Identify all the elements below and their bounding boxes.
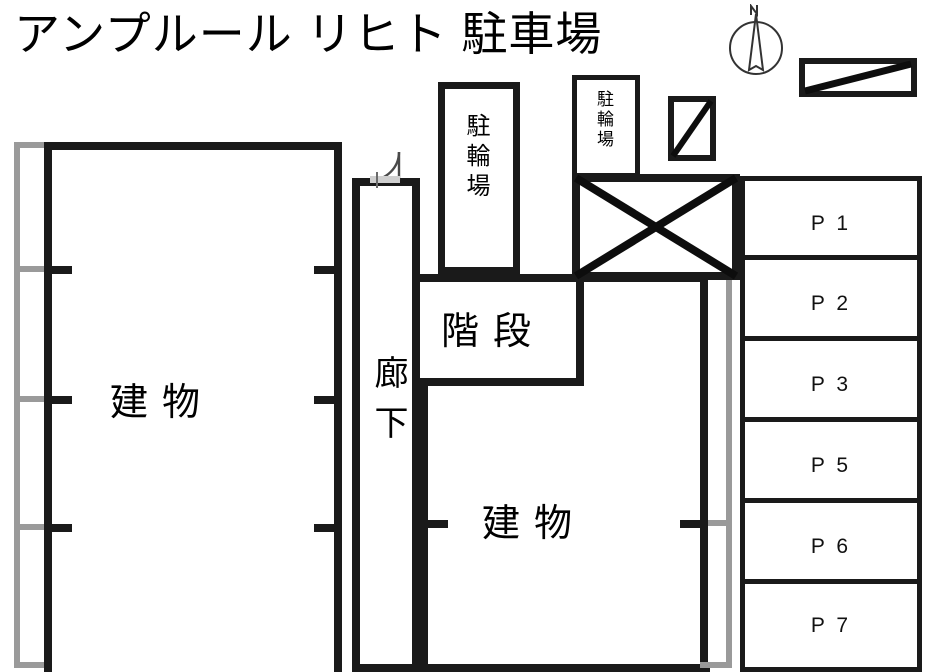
balcony-top-edge-left — [14, 142, 50, 148]
right-building-bottom-wall — [420, 664, 710, 672]
left-building-west-wall — [44, 142, 52, 672]
compass-rose — [722, 2, 790, 78]
door-swing-arc-icon — [370, 151, 401, 182]
balcony-divider-3 — [14, 524, 50, 530]
balcony-bottom-edge-right — [700, 662, 732, 668]
corridor-bottom-wall — [352, 664, 420, 672]
corridor-west-wall — [352, 178, 360, 672]
parking-stall-label-p6: P 6 — [810, 535, 852, 558]
diagonal-box-shape — [668, 96, 716, 161]
balcony-bottom-edge-left — [14, 662, 50, 668]
corridor-east-wall — [412, 178, 420, 672]
void-area-west-wall — [572, 174, 580, 280]
corridor-label: 廊下 — [369, 355, 407, 455]
right-building-label: 建物 — [482, 503, 587, 545]
balcony-divider-1 — [14, 266, 50, 272]
void-area-east-wall — [732, 174, 740, 280]
right-building-east-wall — [700, 274, 708, 672]
parking-stall-label-p1: P 1 — [810, 212, 852, 235]
legend-bar-shape — [799, 58, 917, 97]
parking-stall-label-p5: P 5 — [810, 454, 852, 477]
parking-stall-label-p2: P 2 — [810, 292, 852, 315]
bicycle-parking-area-2: 駐輪場 — [572, 75, 640, 178]
void-area-bottom-wall — [572, 272, 740, 280]
stairs-top-wall — [420, 274, 584, 282]
balcony-divider-2 — [14, 396, 50, 402]
bicycle-parking-area-1: 駐輪場 — [438, 82, 520, 274]
parking-stall-label-p7: P 7 — [810, 613, 852, 637]
left-building-label: 建物 — [110, 382, 215, 424]
balcony-divider-right-1 — [700, 520, 732, 526]
bicycle-parking-label-2: 駐輪場 — [594, 90, 613, 150]
left-building-partition-east-3 — [314, 524, 342, 532]
stairs-bottom-wall — [420, 378, 584, 386]
balcony-outer-edge-right — [726, 274, 732, 668]
left-building-partition-west-3 — [44, 524, 72, 532]
left-building-partition-east-2 — [314, 396, 342, 404]
stairs-label: 階段 — [441, 311, 546, 353]
corridor-top-wall — [352, 178, 420, 186]
left-building-partition-west-2 — [44, 396, 72, 404]
right-building-partition-west-1 — [420, 520, 448, 528]
left-building-partition-east-1 — [314, 266, 342, 274]
left-building-partition-west-1 — [44, 266, 72, 274]
page-title: アンプルール リヒト 駐車場 — [14, 8, 603, 60]
bicycle-parking-label-1: 駐輪場 — [462, 113, 489, 203]
void-cross-line-2 — [573, 174, 739, 280]
right-building-partition-east-1 — [680, 520, 708, 528]
north-arrow-icon — [729, 2, 783, 75]
stairs-east-wall — [576, 274, 584, 386]
left-building-top-wall — [44, 142, 342, 150]
parking-stall-p7[interactable]: P 7 — [740, 579, 922, 672]
void-cross-line-1 — [573, 174, 739, 280]
balcony-outer-edge-left — [14, 142, 20, 668]
left-building-east-wall — [334, 142, 342, 672]
parking-stall-label-p3: P 3 — [810, 373, 852, 396]
void-area-top-wall — [572, 174, 740, 182]
